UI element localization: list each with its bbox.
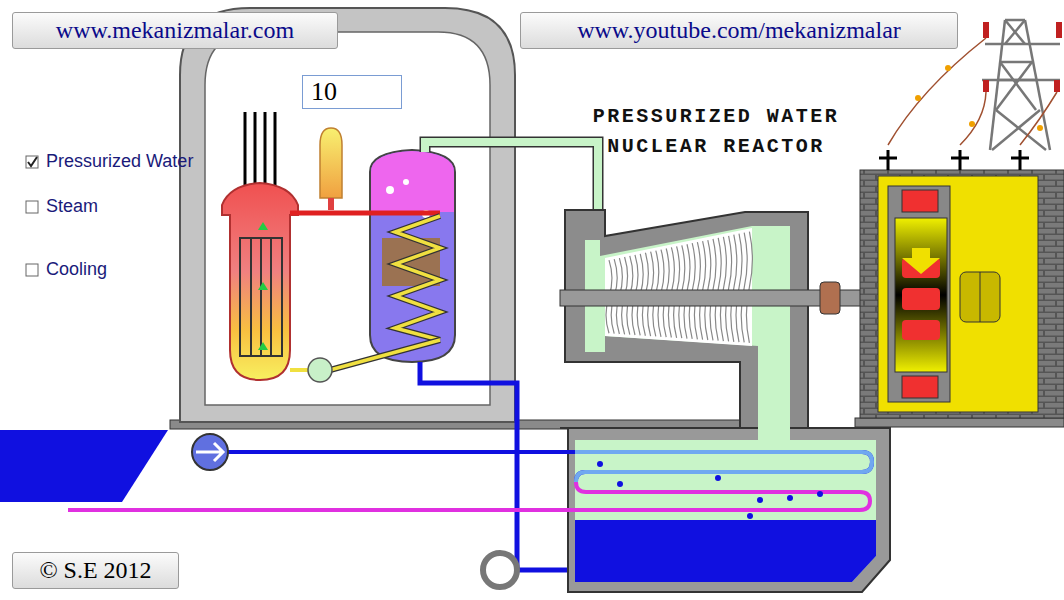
turbine-interior (585, 226, 790, 440)
checkboxes (26, 156, 38, 276)
insulators (983, 22, 1062, 92)
droplets (597, 461, 823, 519)
hot-leg-pipe (290, 211, 440, 216)
spinner-box: 10 (302, 75, 402, 109)
transmission-tower (982, 20, 1060, 150)
checkbox-label: Cooling (46, 259, 107, 280)
coupling (820, 282, 840, 314)
steam-dome (371, 151, 454, 212)
feedwater-pump (483, 553, 517, 587)
turbine-rotor (605, 228, 752, 346)
terminals (879, 150, 1029, 170)
coolant-pump (308, 358, 332, 382)
reactor-vessel (222, 183, 298, 380)
cooling-inlet (225, 452, 872, 482)
copyright-button: © S.E 2012 (12, 552, 179, 589)
steam-generator (370, 150, 455, 362)
ground-slab (855, 418, 1064, 427)
cooling-outlet (68, 482, 870, 510)
exciter (960, 272, 1000, 322)
flow-arrows (258, 222, 268, 350)
cooling-pond (0, 430, 168, 502)
condensate (575, 520, 876, 582)
stator-winding (902, 376, 938, 398)
node-text: 10 (311, 77, 337, 107)
checkbox-label: Steam (46, 196, 98, 217)
fuel-rods (240, 238, 282, 356)
node-text: www.mekanizmalar.com (56, 17, 294, 44)
generator-frame (878, 176, 1038, 412)
node-text: © S.E 2012 (39, 557, 151, 584)
cold-leg-pipe (330, 340, 440, 370)
checkbox-label: Pressurized Water (46, 151, 193, 172)
node-text: www.youtube.com/mekanizmalar (577, 17, 901, 44)
containment-interior (205, 32, 490, 405)
stator-winding (902, 190, 938, 212)
generator-housing (860, 170, 1064, 418)
heat-exchanger-coil (395, 216, 440, 340)
sparks (915, 65, 1043, 131)
pressurizer (320, 128, 342, 198)
diagram-title: PRESSURIZED WATER NUCLEAR REACTOR (566, 102, 866, 162)
rotor (895, 218, 947, 372)
power-lines (888, 38, 1057, 145)
cooling-pump (192, 434, 228, 470)
pressurizer-stem (328, 198, 334, 210)
rotation-arrow (902, 248, 940, 274)
turbine-blades (606, 232, 752, 343)
feedwater-pipe (420, 362, 517, 570)
link-button: www.mekanizmalar.com (12, 12, 338, 49)
containment-wall (180, 8, 515, 422)
link-button: www.youtube.com/mekanizmalar (520, 12, 958, 49)
